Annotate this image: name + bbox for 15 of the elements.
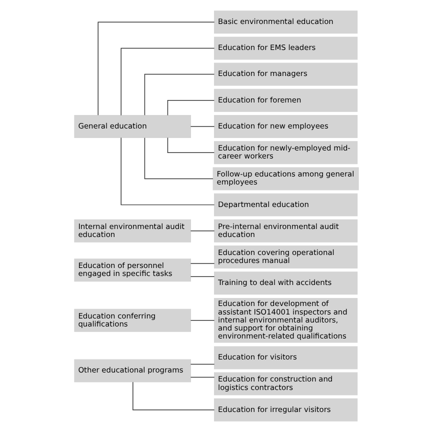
connector <box>190 126 214 127</box>
connector <box>190 276 214 277</box>
connector <box>132 382 214 410</box>
connector <box>190 263 214 264</box>
connector <box>144 74 214 116</box>
connector <box>97 22 214 116</box>
connector <box>190 376 214 378</box>
connector <box>190 320 214 321</box>
connector <box>190 364 214 365</box>
connector <box>120 48 214 116</box>
connector <box>166 137 214 153</box>
connector <box>190 230 214 232</box>
connector <box>120 137 214 206</box>
connector <box>144 137 213 180</box>
connector <box>166 100 214 116</box>
